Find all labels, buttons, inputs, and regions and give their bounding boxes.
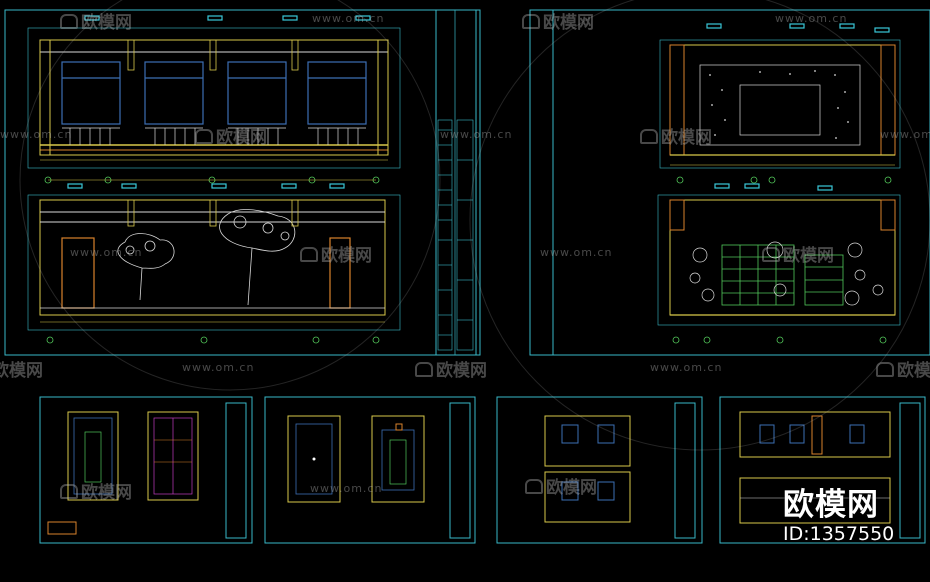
asset-id: ID:1357550: [783, 523, 895, 545]
sofa-icon: [195, 129, 213, 144]
watermark-url: www.om.cn: [70, 246, 143, 259]
watermark-url: www.om.cn: [310, 482, 383, 495]
watermark-url: www.om.cn: [0, 128, 73, 141]
elevation-d: [657, 183, 901, 344]
watermark-logo: 欧模网: [762, 241, 834, 266]
watermark-url: www.om.cn: [775, 12, 848, 25]
sofa-icon: [762, 247, 780, 262]
watermark-url: www.om.cn: [312, 12, 385, 25]
watermark-logo: 欧模网: [525, 473, 597, 498]
sheet-bottom-3: [544, 415, 631, 523]
sofa-icon: [60, 484, 78, 499]
sofa-icon: [640, 129, 658, 144]
sofa-icon: [525, 479, 543, 494]
elevation-c: [659, 23, 901, 184]
watermark-url: www.om.cn: [880, 128, 930, 141]
sheet-bottom-1: [47, 411, 199, 535]
brand-title: 欧模网: [783, 487, 879, 523]
watermark-logo: 欧模网: [522, 8, 594, 33]
watermark-logo: 欧模网: [60, 478, 132, 503]
sofa-icon: [60, 14, 78, 29]
watermark-url: www.om.cn: [540, 246, 613, 259]
sheet-bottom-2: [287, 415, 425, 503]
watermark-logo: 欧模网: [195, 123, 267, 148]
watermark-url: www.om.cn: [182, 361, 255, 374]
watermark-url: www.om.cn: [440, 128, 513, 141]
watermark-logo: 欧模网: [300, 241, 372, 266]
elevation-b: [27, 183, 401, 344]
dot-pattern: [709, 70, 849, 139]
watermark-url: www.om.cn: [650, 361, 723, 374]
brand-overlay: 欧模网 ID:1357550: [783, 488, 894, 546]
sofa-icon: [300, 247, 318, 262]
sheet-bottom-4: [739, 411, 891, 524]
elevation-a: [27, 15, 401, 184]
watermark-logo: 欧模网: [876, 356, 930, 381]
sheet-frames: [4, 9, 930, 544]
watermark-logo: 欧模网: [415, 356, 487, 381]
sofa-icon: [415, 362, 433, 377]
title-block: [437, 119, 474, 351]
watermark-logo: 欧模网: [60, 8, 132, 33]
watermark-logo: 欧模网: [0, 361, 43, 381]
sofa-icon: [522, 14, 540, 29]
watermark-rings: [19, 0, 930, 451]
sofa-icon: [876, 362, 894, 377]
watermark-logo: 欧模网: [640, 123, 712, 148]
